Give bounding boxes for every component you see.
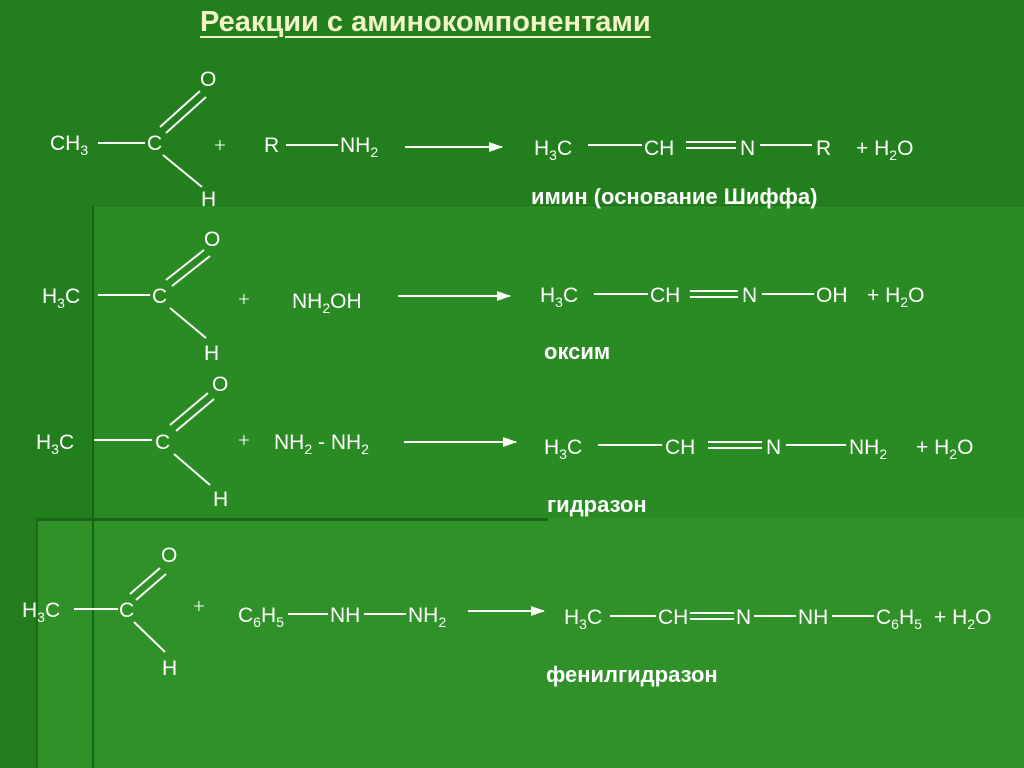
double-bond-line xyxy=(135,573,167,601)
double-bond-line xyxy=(175,398,215,432)
oxygen-atom: O xyxy=(204,228,220,251)
methyl-group: H3C xyxy=(42,285,80,311)
water-product: + H2O xyxy=(934,606,991,632)
methyl-group: H3C xyxy=(540,284,578,310)
hydrogen-atom: H xyxy=(204,342,219,365)
nitrogen-atom: N xyxy=(740,137,755,160)
reaction-hydrazone: H3C C O H + NH2 - NH2 H3C CH N NH2 + H2O… xyxy=(36,373,973,517)
amino-group: NH2 xyxy=(340,134,378,160)
amino-group: NH2 xyxy=(408,604,446,630)
panel-edge xyxy=(36,518,38,768)
panel-edge xyxy=(92,205,1024,206)
background-panel-lower xyxy=(36,518,1024,768)
reaction-phenylhydrazone: H3C C O H + C6H5 NH NH2 H3C CH N NH C6H5 xyxy=(22,544,991,687)
water-product: + H2O xyxy=(867,284,924,310)
imino-group: NH xyxy=(798,606,828,629)
plus-sign: + xyxy=(238,428,250,452)
methine-group: CH xyxy=(665,436,695,459)
phenyl-group: C6H5 xyxy=(876,606,922,632)
single-bond xyxy=(162,154,203,188)
hydrazine: NH2 - NH2 xyxy=(274,431,369,457)
slide-title: Реакции с аминокомпонентами xyxy=(200,6,651,38)
product-name: имин (основание Шиффа) xyxy=(531,184,817,209)
oxygen-atom: O xyxy=(200,68,216,91)
water-product: + H2O xyxy=(856,137,913,163)
phenyl-group: C6H5 xyxy=(238,604,284,630)
carbonyl-carbon: C xyxy=(155,431,170,454)
hydroxyl-group: OH xyxy=(816,284,848,307)
panel-edge xyxy=(92,205,94,768)
methyl-group: H3C xyxy=(22,599,60,625)
methine-group: CH xyxy=(658,606,688,629)
plus-sign: + xyxy=(193,594,205,618)
nitrogen-atom: N xyxy=(736,606,751,629)
methyl-group: H3C xyxy=(564,606,602,632)
methyl-group: H3C xyxy=(534,137,572,163)
product-name: оксим xyxy=(544,339,610,364)
double-bond-line xyxy=(165,249,205,281)
reaction-oxime: H3C C O H + NH2OH H3C CH N OH + H2O окси… xyxy=(42,228,924,365)
panel-edge xyxy=(36,518,548,521)
amino-group: NH2 xyxy=(849,436,887,462)
carbonyl-carbon: C xyxy=(119,599,134,622)
double-bond-line xyxy=(171,255,211,287)
product-name: гидразон xyxy=(547,492,647,517)
hydrogen-atom: H xyxy=(201,188,216,211)
methine-group: CH xyxy=(644,137,674,160)
hydroxylamine: NH2OH xyxy=(292,290,362,316)
methyl-group: CH3 xyxy=(50,132,88,158)
oxygen-atom: O xyxy=(161,544,177,567)
double-bond-line xyxy=(165,96,207,134)
radical-r: R xyxy=(264,134,279,157)
single-bond xyxy=(173,453,211,486)
methine-group: CH xyxy=(650,284,680,307)
plus-sign: + xyxy=(238,287,250,311)
single-bond xyxy=(169,307,207,339)
nitrogen-atom: N xyxy=(742,284,757,307)
carbonyl-carbon: C xyxy=(152,285,167,308)
reaction-imine: CH3 C O H + R NH2 H3C CH N R + H2O имин … xyxy=(50,68,913,211)
water-product: + H2O xyxy=(916,436,973,462)
carbonyl-carbon: C xyxy=(147,132,162,155)
double-bond-line xyxy=(129,567,161,595)
oxygen-atom: O xyxy=(212,373,228,396)
nitrogen-atom: N xyxy=(766,436,781,459)
hydrogen-atom: H xyxy=(162,657,177,680)
imino-group: NH xyxy=(330,604,360,627)
methyl-group: H3C xyxy=(36,431,74,457)
radical-r: R xyxy=(816,137,831,160)
double-bond-line xyxy=(159,90,201,128)
double-bond-line xyxy=(169,392,209,426)
single-bond xyxy=(133,621,166,653)
hydrogen-atom: H xyxy=(213,488,228,511)
plus-sign: + xyxy=(214,133,226,157)
methyl-group: H3C xyxy=(544,436,582,462)
product-name: фенилгидразон xyxy=(546,662,718,687)
